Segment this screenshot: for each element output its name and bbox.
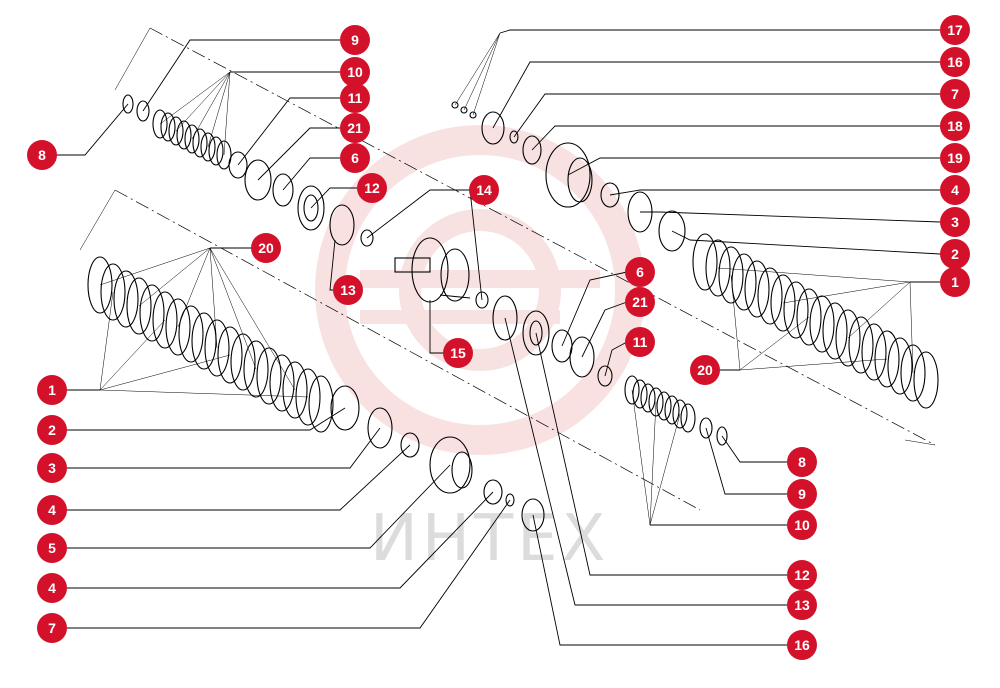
watermark-text: ИНТЕХ [370, 502, 609, 576]
svg-text:4: 4 [951, 182, 959, 198]
callouts: 9 10 11 21 6 12 8 14 20 13 15 17 16 7 18… [27, 15, 970, 660]
callout-mid-11: 11 [625, 327, 655, 357]
svg-text:16: 16 [794, 637, 810, 653]
svg-text:6: 6 [351, 150, 359, 166]
callout-tl-21: 21 [340, 113, 370, 143]
callout-tr-18: 18 [940, 111, 970, 141]
svg-text:6: 6 [636, 264, 644, 280]
svg-text:17: 17 [947, 22, 963, 38]
svg-text:20: 20 [697, 362, 713, 378]
svg-text:20: 20 [258, 240, 274, 256]
svg-text:13: 13 [340, 282, 356, 298]
callout-tr-2: 2 [940, 239, 970, 269]
callout-br-12: 12 [787, 560, 817, 590]
shaft-hub [394, 237, 471, 303]
svg-text:3: 3 [951, 214, 959, 230]
callout-mid-21: 21 [625, 287, 655, 317]
svg-text:1: 1 [48, 382, 56, 398]
callout-tl-6: 6 [340, 143, 370, 173]
svg-text:12: 12 [364, 180, 380, 196]
bottom-left-parts [87, 256, 545, 532]
callout-tl-8: 8 [27, 140, 57, 170]
svg-text:19: 19 [947, 150, 963, 166]
svg-text:1: 1 [951, 274, 959, 290]
svg-text:4: 4 [48, 502, 56, 518]
callout-bl-1: 1 [37, 375, 67, 405]
callout-tr-17: 17 [940, 15, 970, 45]
svg-text:7: 7 [951, 86, 959, 102]
callout-tr-7: 7 [940, 79, 970, 109]
svg-text:12: 12 [794, 567, 810, 583]
svg-text:14: 14 [476, 182, 492, 198]
callout-tl-11: 11 [340, 83, 370, 113]
callout-bl-2: 2 [37, 415, 67, 445]
callout-br-16: 16 [787, 630, 817, 660]
callout-tr-16: 16 [940, 47, 970, 77]
callout-tr-4: 4 [940, 175, 970, 205]
svg-text:10: 10 [794, 517, 810, 533]
svg-text:18: 18 [947, 118, 963, 134]
svg-text:9: 9 [351, 32, 359, 48]
callout-bl-5: 5 [37, 533, 67, 563]
svg-text:4: 4 [48, 580, 56, 596]
clutch-pack-large-left [87, 256, 334, 433]
callout-mid-6: 6 [625, 257, 655, 287]
axis-lines [79, 27, 936, 511]
svg-text:8: 8 [38, 147, 46, 163]
callout-bl-4b: 4 [37, 573, 67, 603]
svg-text:21: 21 [347, 120, 363, 136]
callout-tr-1: 1 [940, 267, 970, 297]
svg-text:9: 9 [798, 486, 806, 502]
callout-mid-20: 20 [690, 355, 720, 385]
bottom-right-parts [624, 375, 728, 446]
svg-text:3: 3 [48, 460, 56, 476]
callout-br-8: 8 [787, 447, 817, 477]
callout-tl-14: 14 [469, 175, 499, 205]
svg-text:8: 8 [798, 454, 806, 470]
svg-text:2: 2 [48, 422, 56, 438]
callout-tl-20: 20 [251, 233, 281, 263]
callout-bl-7: 7 [37, 613, 67, 643]
callout-br-10: 10 [787, 510, 817, 540]
svg-text:13: 13 [794, 597, 810, 613]
callout-tr-19: 19 [940, 143, 970, 173]
svg-text:10: 10 [347, 64, 363, 80]
clutch-pack-small-top [152, 109, 232, 170]
callout-bl-3: 3 [37, 453, 67, 483]
clutch-pack-large-right [692, 233, 939, 409]
svg-text:15: 15 [450, 345, 466, 361]
callout-leaders [55, 29, 941, 646]
svg-text:11: 11 [348, 90, 363, 106]
callout-tl-9: 9 [340, 25, 370, 55]
svg-text:7: 7 [48, 620, 56, 636]
callout-bl-4a: 4 [37, 495, 67, 525]
svg-text:11: 11 [633, 334, 648, 350]
callout-tl-12: 12 [357, 173, 387, 203]
callout-br-9: 9 [787, 479, 817, 509]
svg-text:21: 21 [632, 294, 648, 310]
svg-text:16: 16 [947, 54, 963, 70]
callout-br-13: 13 [787, 590, 817, 620]
callout-tl-10: 10 [340, 57, 370, 87]
svg-text:2: 2 [951, 246, 959, 262]
callout-tl-15: 15 [443, 338, 473, 368]
callout-tl-13: 13 [333, 275, 363, 305]
fan-leaders [99, 32, 914, 526]
callout-tr-3: 3 [940, 207, 970, 237]
top-right-parts [451, 101, 939, 409]
svg-text:5: 5 [48, 540, 56, 556]
top-left-parts [122, 94, 613, 387]
